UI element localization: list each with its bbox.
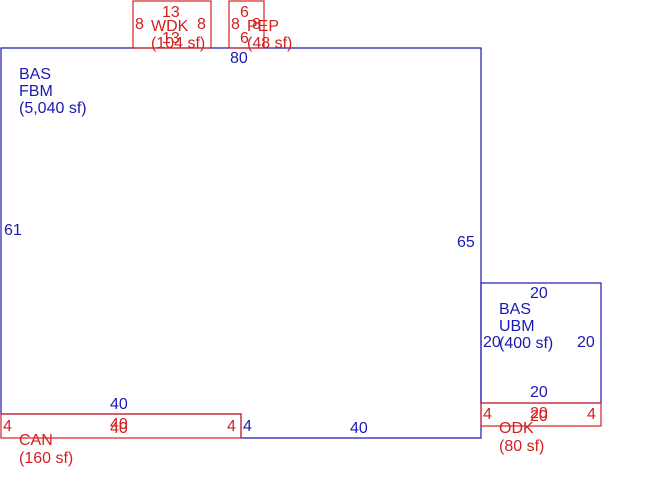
can-label: CAN (160 sf) [19,432,73,467]
dimension-label: 8 [135,16,144,33]
dimension-label: 6 [240,4,249,21]
wdk-label: WDK (104 sf) [151,18,205,52]
dimension-label: 4 [227,418,236,435]
wdk-outline [132,0,212,49]
odk-label-line: (80 sf) [499,438,544,455]
dimension-label: 20 [483,334,501,351]
odk-label: ODK (80 sf) [499,420,544,455]
bas-fbm-label-line: (5,040 sf) [19,100,87,117]
odk-outline [480,402,602,427]
dimension-label: 40 [110,416,128,433]
dimension-label: 20 [530,285,548,302]
bas-fbm-label-line: BAS [19,66,51,83]
dimension-label: 8 [197,16,206,33]
dimension-label: 80 [230,50,248,67]
dimension-label: 13 [162,30,180,47]
dimension-label: 4 [483,406,492,423]
bas-ubm-label: BAS UBM (400 sf) [499,301,553,352]
can-label-line: (160 sf) [19,450,73,467]
pep-label-line: (48 sf) [247,35,292,52]
bas-fbm-label: BAS FBM (5,040 sf) [19,66,87,117]
dimension-label: 13 [162,4,180,21]
dimension-label: 8 [252,16,261,33]
dimension-label: 4 [587,406,596,423]
dimension-label: 40 [110,396,128,413]
dimension-label: 20 [530,405,548,422]
bas-fbm-label-line: FBM [19,83,53,100]
dimension-label: 61 [4,222,22,239]
dimension-label: 65 [457,234,475,251]
dimension-label: 20 [577,334,595,351]
odk-label-line: ODK [499,420,534,437]
dimension-label: 8 [231,16,240,33]
dimension-label: 4 [243,418,252,435]
can-outline [0,413,242,439]
pep-outline [228,0,265,49]
can-label-line: CAN [19,432,53,449]
bas-ubm-label-line: (400 sf) [499,335,553,352]
dimension-label: 20 [530,408,548,425]
dimension-label: 40 [110,420,128,437]
wdk-label-line: WDK [151,18,189,35]
dimension-label: 40 [350,420,368,437]
dimension-label: 4 [3,418,12,435]
dimension-label: 20 [530,384,548,401]
bas-ubm-label-line: UBM [499,318,535,335]
pep-label: PEP (48 sf) [247,18,292,52]
bas-ubm-label-line: BAS [499,301,531,318]
dimension-label: 6 [240,30,249,47]
wdk-label-line: (104 sf) [151,35,205,52]
pep-label-line: PEP [247,18,279,35]
